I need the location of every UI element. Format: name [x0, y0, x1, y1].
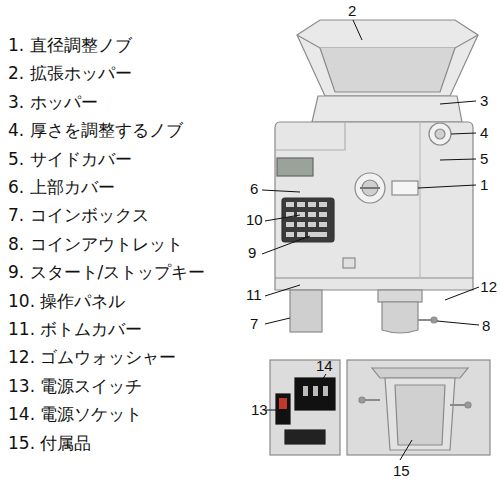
callout-number: 7: [250, 316, 258, 333]
part-list-item: 14. 電源ソケット: [8, 405, 142, 424]
callout-number: 3: [480, 93, 488, 110]
callout-number: 15: [393, 463, 410, 480]
callout-number: 8: [482, 318, 490, 335]
callout-number: 4: [480, 125, 488, 142]
part-list-item: 2. 拡張ホッパー: [8, 64, 132, 83]
callout-number: 13: [251, 402, 268, 419]
callout-number: 9: [248, 245, 256, 262]
part-list-item: 8. コインアウトレット: [8, 235, 183, 254]
part-list-item: 9. スタート/ストップキー: [8, 263, 205, 282]
callout-number: 6: [250, 181, 258, 198]
callout-number: 10: [246, 212, 263, 229]
callout-number: 2: [348, 3, 356, 20]
part-list-item: 1. 直径調整ノブ: [8, 36, 132, 55]
part-list-item: 15. 付属品: [8, 434, 91, 453]
callout-number: 5: [480, 151, 488, 168]
part-list-item: 13. 電源スイッチ: [8, 377, 142, 396]
part-list-item: 3. ホッパー: [8, 93, 98, 112]
callout-number: 12: [480, 279, 497, 296]
callout-number: 1: [480, 177, 488, 194]
part-list-item: 12. ゴムウォッシャー: [8, 348, 176, 367]
part-list-item: 4. 厚さを調整するノブ: [8, 121, 183, 140]
part-list-item: 11. ボトムカバー: [8, 320, 142, 339]
part-list-item: 7. コインボックス: [8, 206, 149, 225]
callout-number: 11: [246, 287, 262, 304]
part-list-item: 5. サイドカバー: [8, 150, 132, 169]
callout-number: 14: [316, 358, 333, 375]
part-list-item: 10. 操作パネル: [8, 292, 125, 311]
part-list-item: 6. 上部カバー: [8, 178, 115, 197]
